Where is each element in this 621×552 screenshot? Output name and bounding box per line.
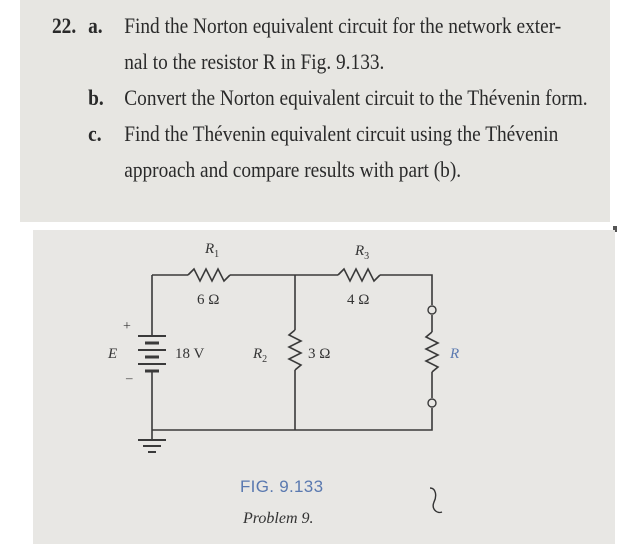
edge-mark [613, 226, 617, 232]
problem-22: 22. a. Find the Norton equivalent circui… [52, 8, 588, 188]
problem-line: nal to the resistor R in Fig. 9.133. [52, 44, 534, 80]
photo-gap [20, 222, 620, 230]
problem-line: c. Find the Thévenin equivalent circuit … [52, 116, 558, 152]
figure-caption: Problem 9. [243, 510, 314, 527]
problem-line: 22. a. Find the Norton equivalent circui… [52, 8, 561, 44]
problem-number: 22. [52, 13, 77, 38]
figure-label: FIG. 9.133 [240, 477, 324, 496]
part-c-line-1: Find the Thévenin equivalent circuit usi… [124, 121, 559, 146]
r3-label: R3 [354, 243, 369, 262]
part-c-line-2: approach and compare results with part (… [124, 157, 462, 182]
r3-value: 4 Ω [347, 292, 369, 308]
r2-value: 3 Ω [308, 346, 330, 362]
r2-label: R2 [252, 346, 267, 365]
source-label: E [107, 346, 117, 362]
terminal-top [427, 305, 437, 315]
circuit-wires [138, 267, 440, 453]
part-a-label: a. [88, 13, 103, 38]
r1-value: 6 Ω [197, 292, 219, 308]
load-resistor [424, 331, 440, 373]
source-plus: + [123, 319, 131, 334]
r1-label: R1 [204, 241, 219, 260]
part-a-line-1: Find the Norton equivalent circuit for t… [124, 13, 562, 38]
source-minus: – [125, 370, 133, 385]
part-c-label: c. [88, 121, 102, 146]
problem-line: approach and compare results with part (… [52, 152, 534, 188]
r2-resistor [287, 329, 303, 371]
load-label: R [449, 346, 459, 362]
textbook-photo-bottom [33, 230, 615, 544]
problem-line: b. Convert the Norton equivalent circuit… [52, 80, 588, 116]
pen-mark [429, 487, 443, 514]
r3-resistor [337, 267, 381, 283]
part-a-line-2: nal to the resistor R in Fig. 9.133. [124, 49, 385, 74]
source-value: 18 V [175, 346, 204, 362]
part-b-label: b. [88, 85, 104, 110]
r1-resistor [187, 267, 231, 283]
part-b-line-1: Convert the Norton equivalent circuit to… [124, 85, 588, 110]
textbook-photo-top: 22. a. Find the Norton equivalent circui… [20, 0, 610, 222]
terminal-bottom [427, 398, 437, 408]
